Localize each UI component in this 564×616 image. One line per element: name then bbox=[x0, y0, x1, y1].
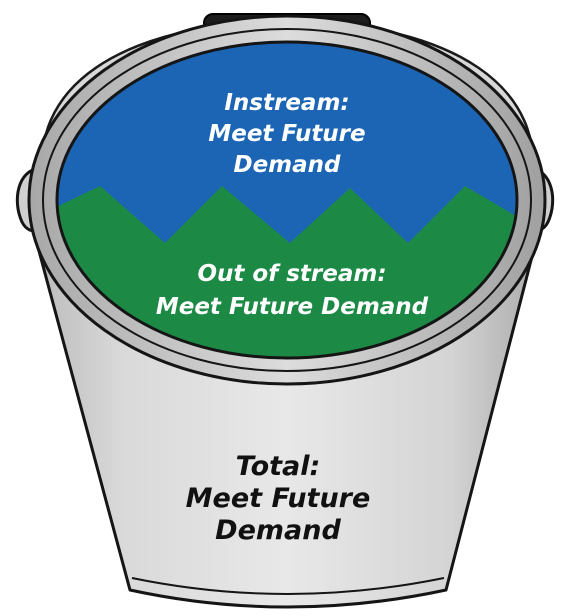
out-of-stream-label-line-1: Out of stream: bbox=[197, 261, 386, 287]
out-of-stream-label: Out of stream: Meet Future Demand bbox=[156, 261, 429, 320]
instream-label-line-1: Instream: bbox=[224, 90, 349, 116]
total-label-line-2: Meet Future bbox=[186, 483, 371, 514]
bucket-bottom-band bbox=[131, 577, 445, 595]
total-label-line-1: Total: bbox=[236, 451, 321, 482]
out-of-stream-label-line-2: Meet Future Demand bbox=[156, 294, 429, 320]
instream-label-line-2: Meet Future bbox=[208, 121, 365, 147]
instream-label-line-3: Demand bbox=[233, 152, 341, 178]
liquid-surface-outline bbox=[55, 40, 519, 360]
instream-label: Instream: Meet Future Demand bbox=[208, 90, 365, 178]
total-label: Total: Meet Future Demand bbox=[186, 451, 371, 546]
total-label-line-3: Demand bbox=[215, 515, 341, 546]
